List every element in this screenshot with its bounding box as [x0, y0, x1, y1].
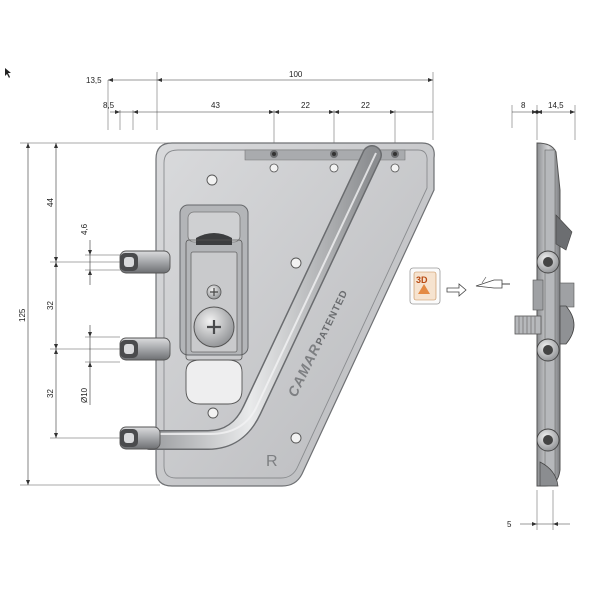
- peg-top: [119, 250, 171, 274]
- dim-100: 100: [289, 70, 303, 79]
- side-mark: R: [266, 453, 278, 470]
- 3d-view-icon: [418, 284, 430, 294]
- dim-32a: 32: [46, 301, 55, 310]
- dim-8-5: 8,5: [103, 101, 115, 110]
- peg-middle: [119, 337, 171, 361]
- dim-4-6: 4,6: [80, 223, 89, 235]
- dim-side-8: 8: [521, 101, 526, 110]
- 3d-label: 3D: [416, 275, 428, 285]
- dim-22a: 22: [301, 101, 310, 110]
- pipe: [140, 145, 382, 450]
- dim-125: 125: [18, 308, 27, 322]
- side-dimensions: 8 14,5 5: [507, 101, 576, 530]
- dim-d10: Ø10: [80, 387, 89, 403]
- adjuster-housing: [179, 204, 249, 405]
- top-holes: [269, 150, 400, 173]
- dim-13-5: 13,5: [86, 76, 102, 85]
- cursor-arrow-icon: [5, 68, 11, 78]
- dim-44: 44: [46, 198, 55, 207]
- side-screw: [514, 305, 575, 345]
- bracket-front-view: CAMAR PATENTED R: [119, 142, 435, 487]
- dim-side-5: 5: [507, 520, 512, 529]
- 3d-view-button[interactable]: 3D: [409, 267, 441, 305]
- left-dimensions: 125 44 4,6 32 32 Ø10: [18, 142, 175, 486]
- screwdriver-icon: [475, 276, 510, 289]
- peg-bottom: [119, 426, 161, 450]
- dim-43: 43: [211, 101, 220, 110]
- top-dimensions: 13,5 100 8,5 43 22 22: [86, 70, 434, 148]
- dim-side-14-5: 14,5: [548, 101, 564, 110]
- left-pegs: [119, 250, 171, 450]
- bracket-side-view: [514, 142, 575, 487]
- dim-32b: 32: [46, 389, 55, 398]
- dim-22b: 22: [361, 101, 370, 110]
- arrow-right-icon: [446, 283, 467, 297]
